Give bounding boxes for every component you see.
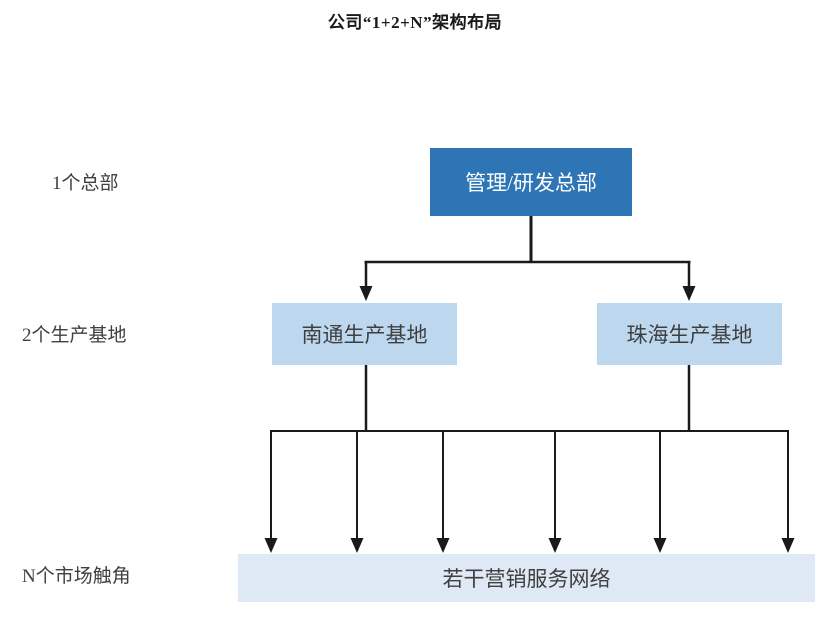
arrowhead-network-1 bbox=[264, 538, 278, 553]
arrowhead-network-3 bbox=[436, 538, 450, 553]
arrowhead-network-4 bbox=[548, 538, 562, 553]
row-label-market-reach: N个市场触角 bbox=[22, 566, 131, 587]
node-base-nantong[interactable]: 南通生产基地 bbox=[272, 303, 457, 365]
node-base-zhuhai[interactable]: 珠海生产基地 bbox=[597, 303, 782, 365]
arrowhead-network-2 bbox=[350, 538, 364, 553]
row-label-headquarters: 1个总部 bbox=[52, 173, 119, 194]
arrowhead-network-5 bbox=[653, 538, 667, 553]
arrowhead-hq-to-nantong bbox=[359, 286, 373, 301]
row-label-production-bases: 2个生产基地 bbox=[22, 325, 127, 346]
node-headquarters[interactable]: 管理/研发总部 bbox=[430, 148, 632, 216]
node-marketing-service-network[interactable]: 若干营销服务网络 bbox=[238, 554, 815, 602]
page-title: 公司“1+2+N”架构布局 bbox=[327, 13, 503, 32]
arrowhead-network-6 bbox=[781, 538, 795, 553]
arrowhead-hq-to-zhuhai bbox=[682, 286, 696, 301]
